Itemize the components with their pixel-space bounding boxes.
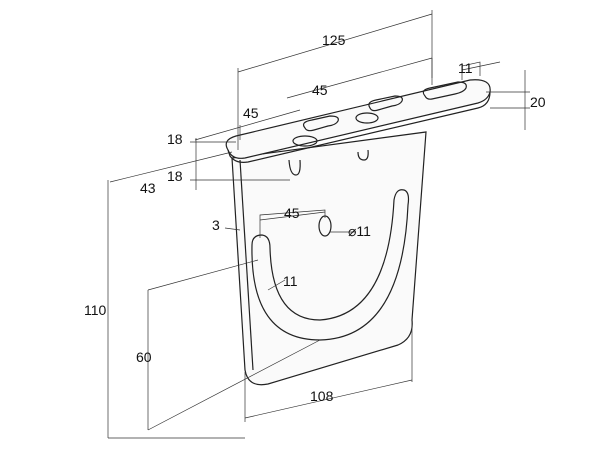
vertical-plate-edge — [239, 159, 254, 371]
top-slot — [368, 95, 403, 112]
dim-hole-offset: 45 — [284, 205, 300, 221]
top-hole — [292, 135, 318, 147]
top-plate-edge — [227, 91, 491, 163]
dim-top-slot-spacing: 45 — [312, 82, 328, 98]
dim-u-slot-width: 11 — [283, 273, 298, 289]
dimension-lines — [107, 10, 530, 439]
dim-top-length: 125 — [322, 32, 346, 48]
dim-hole-diameter: ⌀11 — [348, 223, 371, 239]
hole-boss — [357, 149, 369, 161]
hole-boss — [288, 159, 301, 176]
u-slot — [251, 189, 410, 341]
top-slot — [302, 115, 339, 132]
dim-edge-offset-lower: 18 — [167, 168, 183, 184]
dim-bottom-width: 108 — [310, 388, 334, 404]
dim-thickness: 3 — [212, 217, 220, 233]
top-slot — [422, 81, 467, 100]
dim-edge-offset-top: 18 — [167, 131, 183, 147]
dim-plate-width: 20 — [530, 94, 546, 110]
vertical-plate — [231, 131, 427, 386]
dim-u-slot-height: 60 — [136, 349, 152, 365]
top-hole — [355, 112, 379, 124]
dim-depth: 43 — [140, 180, 156, 196]
dim-left-slot-spacing: 45 — [243, 105, 259, 121]
dim-height: 110 — [84, 302, 107, 318]
dim-slot-width: 11 — [458, 60, 473, 76]
